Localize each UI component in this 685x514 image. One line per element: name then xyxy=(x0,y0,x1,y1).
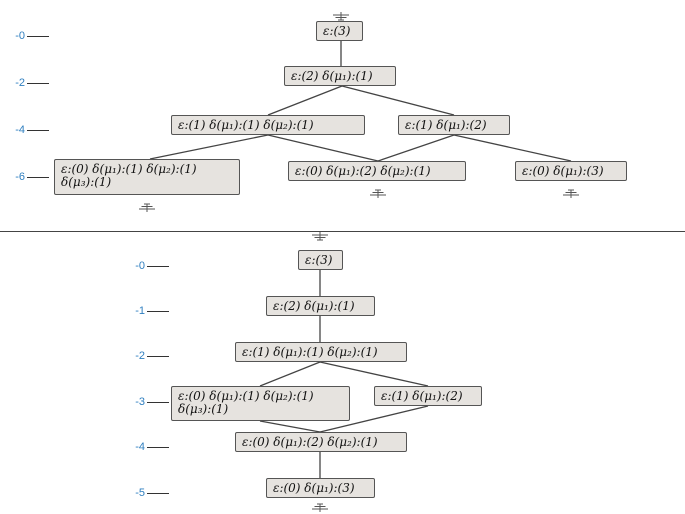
node-text: ε:(3) xyxy=(305,253,333,267)
graph-node: ε:(0) δ(μ₁):(2) δ(μ₂):(1) xyxy=(235,432,407,452)
node-text: ε:(0) δ(μ₁):(1) δ(μ₂):(1) xyxy=(178,389,314,403)
ground-symbol xyxy=(370,189,386,198)
ground-symbol xyxy=(563,189,579,198)
node-text: ε:(0) δ(μ₁):(3) xyxy=(522,164,604,178)
graph-node: ε:(0) δ(μ₁):(2) δ(μ₂):(1) xyxy=(288,161,466,181)
level-tick-label: -3 xyxy=(135,396,145,408)
node-text: ε:(1) δ(μ₁):(2) xyxy=(381,389,463,403)
edge-line xyxy=(267,134,379,162)
graph-node: ε:(3) xyxy=(316,21,363,41)
node-text: ε:(1) δ(μ₁):(2) xyxy=(405,118,487,132)
level-tick-label: -4 xyxy=(15,124,25,136)
node-text: ε:(0) δ(μ₁):(2) δ(μ₂):(1) xyxy=(295,164,431,178)
level-tick-label: -5 xyxy=(135,487,145,499)
graph-node: ε:(1) δ(μ₁):(1) δ(μ₂):(1) xyxy=(235,342,407,362)
ground-symbol xyxy=(312,232,328,241)
edge-line xyxy=(453,134,572,162)
graph-node: ε:(2) δ(μ₁):(1) xyxy=(284,66,396,86)
graph-node: ε:(1) δ(μ₁):(1) δ(μ₂):(1) xyxy=(171,115,365,135)
edge-line xyxy=(341,85,455,116)
level-tick-line xyxy=(147,311,169,312)
graph-node: ε:(1) δ(μ₁):(2) xyxy=(398,115,510,135)
graph-node: ε:(0) δ(μ₁):(3) xyxy=(266,478,375,498)
node-text: ε:(3) xyxy=(323,24,351,38)
node-text: δ(μ₃):(1) xyxy=(61,175,112,189)
level-tick-line xyxy=(147,266,169,267)
ground-symbol xyxy=(139,203,155,212)
edge-line xyxy=(377,134,455,162)
level-tick-label: -6 xyxy=(15,171,25,183)
graph-node: ε:(1) δ(μ₁):(2) xyxy=(374,386,482,406)
edge-line xyxy=(319,361,429,387)
edge-line xyxy=(149,134,269,160)
level-tick-line xyxy=(27,130,49,131)
level-tick-line xyxy=(27,36,49,37)
level-tick-label: -2 xyxy=(135,350,145,362)
level-tick-label: -4 xyxy=(135,441,145,453)
graph-node: ε:(0) δ(μ₁):(3) xyxy=(515,161,627,181)
node-text: ε:(2) δ(μ₁):(1) xyxy=(291,69,373,83)
level-tick-line xyxy=(147,402,169,403)
level-tick-line xyxy=(147,493,169,494)
node-text: ε:(0) δ(μ₁):(2) δ(μ₂):(1) xyxy=(242,435,378,449)
ground-symbol xyxy=(312,503,328,512)
node-text: ε:(0) δ(μ₁):(1) δ(μ₂):(1) xyxy=(61,162,197,176)
graph-node: ε:(0) δ(μ₁):(1) δ(μ₂):(1) δ(μ₃):(1) xyxy=(54,159,240,195)
node-text: δ(μ₃):(1) xyxy=(178,402,229,416)
section-divider xyxy=(0,231,685,232)
level-tick-line xyxy=(27,177,49,178)
node-text: ε:(2) δ(μ₁):(1) xyxy=(273,299,355,313)
node-text: ε:(0) δ(μ₁):(3) xyxy=(273,481,355,495)
level-tick-line xyxy=(147,356,169,357)
level-tick-label: -0 xyxy=(135,260,145,272)
level-tick-label: -1 xyxy=(135,305,145,317)
node-text: ε:(1) δ(μ₁):(1) δ(μ₂):(1) xyxy=(242,345,378,359)
ground-symbol xyxy=(333,12,349,21)
graph-node: ε:(2) δ(μ₁):(1) xyxy=(266,296,375,316)
edge-line xyxy=(259,361,321,387)
edge-line xyxy=(267,85,343,116)
level-tick-label: -2 xyxy=(15,77,25,89)
graph-node: ε:(3) xyxy=(298,250,343,270)
node-text: ε:(1) δ(μ₁):(1) δ(μ₂):(1) xyxy=(178,118,314,132)
level-tick-line xyxy=(27,83,49,84)
graph-node: ε:(0) δ(μ₁):(1) δ(μ₂):(1) δ(μ₃):(1) xyxy=(171,386,350,421)
edge-line xyxy=(319,405,429,433)
level-tick-line xyxy=(147,447,169,448)
level-tick-label: -0 xyxy=(15,30,25,42)
edge-line xyxy=(259,420,321,433)
